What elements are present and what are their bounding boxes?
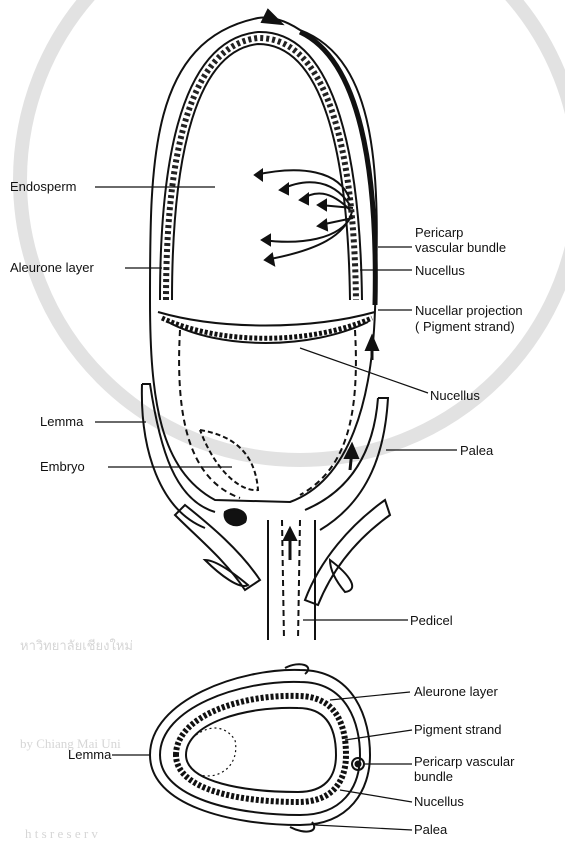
inner-dashed-left [179,330,240,498]
label-palea: Palea [460,443,494,458]
cs-endosperm [186,708,336,792]
inner-dashed-right [300,330,356,495]
label-aleurone-layer: Aleurone layer [10,260,94,275]
label-pigment-strand: ( Pigment strand) [415,319,515,334]
cs-leader-lines [112,692,412,830]
cs-lemma-tip [290,822,314,832]
arrow-pedicel-head [284,528,296,540]
rachilla-right [305,500,390,605]
label-nucellus-mid: Nucellus [430,388,480,403]
label-vascular-bundle: vascular bundle [415,240,506,255]
cs-label-palea: Palea [414,822,448,837]
watermark-line2: h t s r e s e r v [25,826,98,841]
label-embryo: Embryo [40,459,85,474]
endosperm-flow-arrows [255,170,353,265]
aleurone-cells [166,38,356,300]
label-pericarp: Pericarp [415,225,463,240]
arrow-nucellus-head [366,336,378,350]
longitudinal-section [95,10,457,640]
glume-right [330,560,352,592]
watermark-thai: หาวิทยาลัยเชียงใหม่ [20,638,133,653]
cs-embryo-outline [196,728,236,776]
nucellar-band-top [158,312,375,326]
cs-label-lemma: Lemma [68,747,112,762]
pedicel-strand-2 [298,520,300,640]
glume-left [205,560,248,586]
label-pedicel: Pedicel [410,613,453,628]
grain-tip [262,10,282,24]
cs-label-pericarp-vascular: Pericarp vascular [414,754,515,769]
label-endosperm: Endosperm [10,179,76,194]
cross-section [112,664,412,831]
watermark: หาวิทยาลัยเชียงใหม่ by Chiang Mai Uni h … [20,0,565,841]
label-nucellar-projection: Nucellar projection [415,303,523,318]
cs-label-bundle: bundle [414,769,453,784]
cs-label-pigment-strand: Pigment strand [414,722,501,737]
cs-label-nucellus: Nucellus [414,794,464,809]
label-nucellus-upper: Nucellus [415,263,465,278]
pedicel-strand-1 [282,520,284,640]
nucellar-band-cells [162,318,372,338]
node-blob [225,509,246,525]
pericarp-vascular-band [300,32,375,305]
cs-label-aleurone-layer: Aleurone layer [414,684,498,699]
label-lemma: Lemma [40,414,84,429]
watermark-seal-ring [20,0,565,460]
cs-vascular-core [356,762,361,767]
endosperm-wall-outer [160,32,362,300]
